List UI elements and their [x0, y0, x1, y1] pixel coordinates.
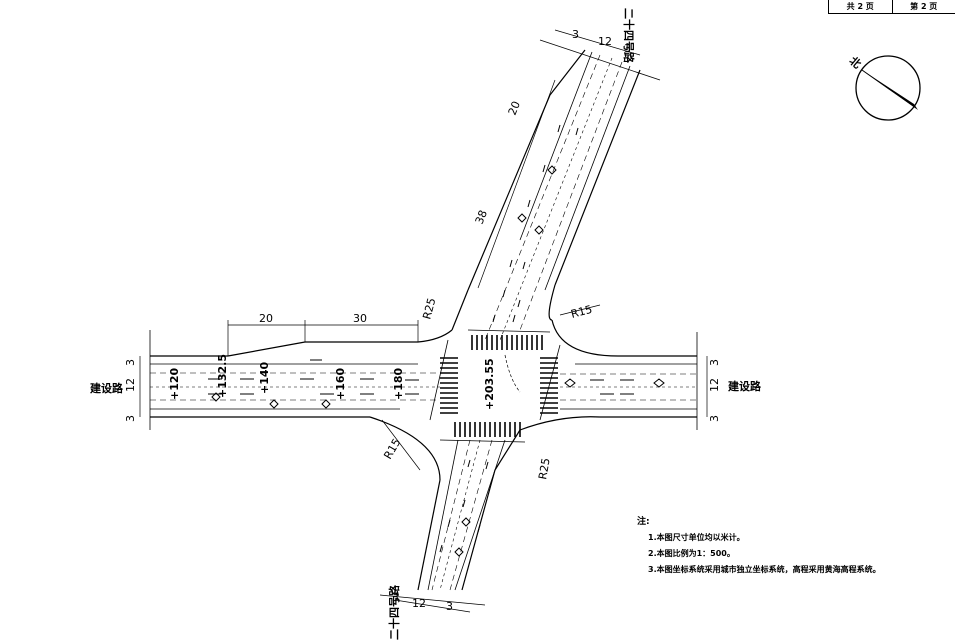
lane-markings: [208, 124, 665, 557]
station-label: +120: [168, 367, 181, 400]
station-label: +132.5: [216, 354, 229, 398]
dim-nw-radius: R25: [420, 297, 438, 321]
dim-east-bottom-sidewalk: 3: [708, 415, 721, 422]
dim-north-left-sidewalk: 3: [572, 28, 579, 41]
station-label: +180: [392, 367, 405, 400]
crosswalk-north: [471, 335, 543, 350]
crosswalk-east: [540, 357, 558, 414]
station-label: +203.55: [483, 358, 496, 410]
station-label: +140: [258, 361, 271, 394]
crosswalk-west: [440, 357, 458, 414]
south-road: [369, 416, 521, 606]
north-arrow: 北: [847, 53, 921, 121]
current-page: 第 2 页: [891, 0, 955, 13]
total-pages: 共 2 页: [846, 2, 874, 11]
north-road-name: 二十四号路: [622, 8, 636, 64]
north-road: [451, 39, 661, 341]
dim-north-taper: 38: [473, 208, 490, 226]
south-road-name: 二十四号路: [387, 584, 401, 640]
dim-north-transition: 20: [506, 99, 523, 117]
west-road-name: 建设路: [90, 381, 124, 395]
dimension-lines: [139, 29, 708, 613]
dim-sw-radius: R15: [381, 436, 403, 461]
dim-east-carriageway: 12: [708, 378, 721, 392]
dim-south-left-sidewalk: 3: [392, 591, 399, 604]
dim-north-carriageway: 12: [598, 35, 612, 48]
dim-south-right-sidewalk: 3: [446, 600, 453, 613]
east-road-name: 建设路: [728, 379, 762, 393]
dim-west-taper: 30: [353, 312, 367, 325]
dim-se-radius: R25: [536, 457, 553, 481]
dim-west-bottom-sidewalk: 3: [124, 415, 137, 422]
note-item: 3.本图坐标系统采用城市独立坐标系统，高程采用黄海高程系统。: [648, 565, 881, 574]
page-indicator: 共 2 页 第 2 页: [828, 0, 955, 14]
crosswalk-south: [454, 422, 521, 437]
dim-west-carriageway: 12: [124, 378, 137, 392]
station-label: +160: [334, 367, 347, 400]
notes-title: 注:: [637, 517, 650, 527]
dim-north-right-sidewalk: 3: [624, 42, 631, 55]
dim-west-top-sidewalk: 3: [124, 359, 137, 366]
notes-block: 注: 1.本图尺寸单位均以米计。 2.本图比例为1：500。 3.本图坐标系统采…: [637, 514, 881, 578]
dim-west-transition: 20: [259, 312, 273, 325]
crosswalks: [429, 329, 561, 443]
west-road: [149, 329, 453, 430]
note-item: 1.本图尺寸单位均以米计。: [648, 533, 745, 542]
dim-south-carriageway: 12: [412, 597, 426, 610]
note-item: 2.本图比例为1：500。: [648, 549, 735, 558]
east-road: [519, 319, 698, 431]
dim-ne-radius: R15: [569, 303, 593, 321]
dim-east-top-sidewalk: 3: [708, 359, 721, 366]
north-label: 北: [847, 53, 864, 71]
